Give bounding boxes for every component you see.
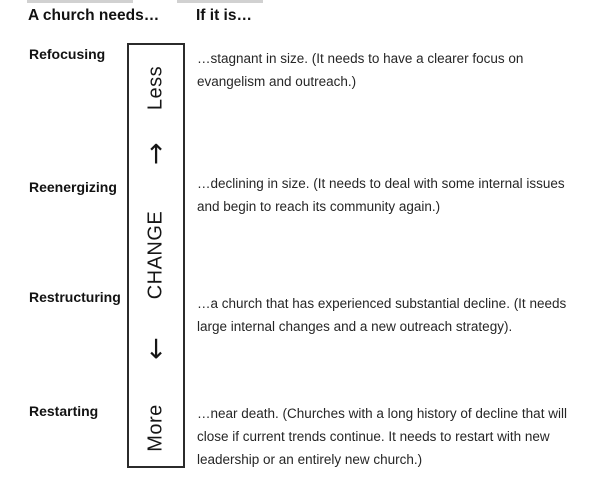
arrow-up-icon: ↑ (144, 139, 168, 171)
scan-artifact (27, 0, 133, 3)
row-label-reenergizing: Reenergizing (29, 179, 117, 195)
scale-label-change: CHANGE (144, 210, 167, 300)
scale-label-less: Less (144, 65, 167, 111)
change-scale-box: Less ↑ CHANGE ↓ More (127, 43, 185, 468)
scan-artifact (177, 0, 263, 3)
column-header-if-it-is: If it is… (196, 7, 252, 24)
row-label-restructuring: Restructuring (29, 289, 121, 305)
description-refocusing: …stagnant in size. (It needs to have a c… (197, 51, 524, 89)
description-restarting: …near death. (Churches with a long histo… (197, 406, 567, 467)
description-restructuring: …a church that has experienced substanti… (197, 296, 567, 334)
scale-label-more: More (144, 404, 167, 452)
description-reenergizing: …declining in size. (It needs to deal wi… (197, 176, 565, 214)
column-header-church-needs: A church needs… (28, 7, 160, 24)
row-label-restarting: Restarting (29, 403, 99, 419)
row-label-refocusing: Refocusing (29, 46, 106, 62)
arrow-down-icon: ↓ (144, 334, 168, 366)
